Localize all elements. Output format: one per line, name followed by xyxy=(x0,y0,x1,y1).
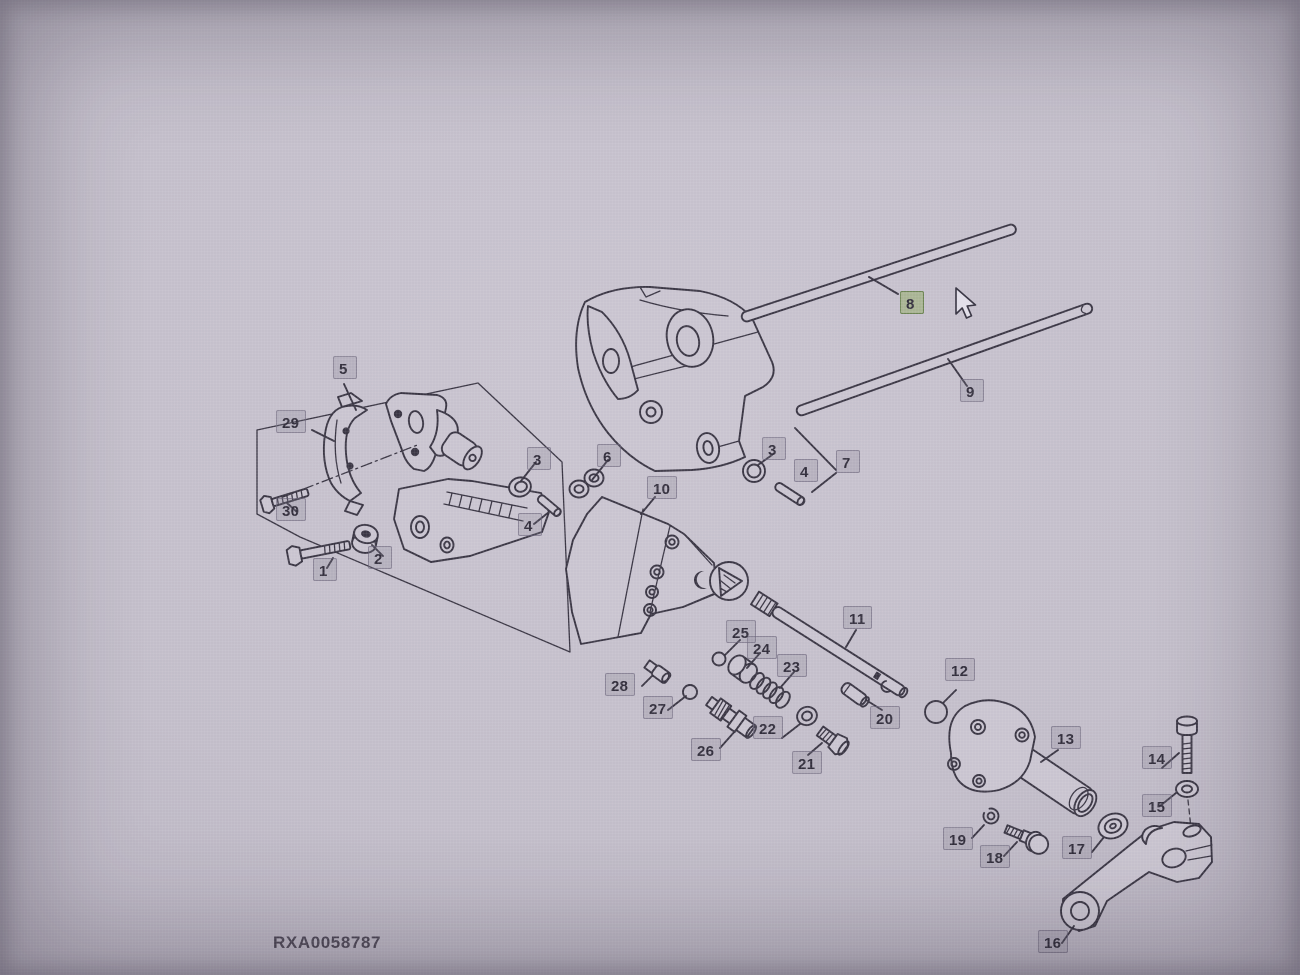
part-callout-23[interactable]: 23 xyxy=(777,654,808,677)
part-callout-11[interactable]: 11 xyxy=(843,606,873,629)
part-callout-19[interactable]: 19 xyxy=(943,827,974,850)
leader-lines xyxy=(286,276,1180,944)
part-callout-26[interactable]: 26 xyxy=(691,738,722,761)
part-callout-12[interactable]: 12 xyxy=(945,658,976,681)
part-rod-8 xyxy=(740,223,1017,323)
part-callout-5[interactable]: 5 xyxy=(333,356,357,379)
assembly-centerline xyxy=(282,443,421,498)
part-flange-housing xyxy=(947,699,1098,818)
part-callout-4[interactable]: 4 xyxy=(794,459,818,482)
part-pin-28 xyxy=(643,659,672,684)
part-callout-18[interactable]: 18 xyxy=(980,845,1011,868)
part-spring-23 xyxy=(749,672,791,709)
part-callout-21[interactable]: 21 xyxy=(792,751,823,774)
part-callout-30[interactable]: 30 xyxy=(276,498,307,521)
part-callout-17[interactable]: 17 xyxy=(1062,836,1093,859)
part-callout-3[interactable]: 3 xyxy=(762,437,786,460)
part-callout-15[interactable]: 15 xyxy=(1142,794,1173,817)
part-upper-bracket xyxy=(385,392,483,472)
part-washer-15 xyxy=(1175,780,1199,839)
part-spool-26 xyxy=(705,696,758,739)
part-callout-6[interactable]: 6 xyxy=(597,444,621,467)
part-rod-9 xyxy=(795,302,1094,417)
figure-code: RXA0058787 xyxy=(273,933,382,952)
part-callout-8[interactable]: 8 xyxy=(900,291,924,314)
panel-outline xyxy=(256,382,571,653)
part-callout-4[interactable]: 4 xyxy=(518,513,542,536)
part-housing-cover xyxy=(575,286,775,472)
part-rod-11 xyxy=(750,590,909,699)
part-bushing-17 xyxy=(1097,812,1129,840)
part-plug-21 xyxy=(815,725,850,756)
part-callout-20[interactable]: 20 xyxy=(870,706,901,729)
part-callout-1[interactable]: 1 xyxy=(313,558,337,581)
part-oring-25 xyxy=(711,651,727,667)
part-callout-10[interactable]: 10 xyxy=(647,476,678,499)
part-lockwasher-19 xyxy=(982,807,1000,825)
part-callout-2[interactable]: 2 xyxy=(368,546,392,569)
part-plunger-20 xyxy=(840,682,870,708)
part-callout-29[interactable]: 29 xyxy=(276,410,307,433)
part-washer-22 xyxy=(796,705,818,727)
part-shift-fork xyxy=(322,392,368,516)
part-nut-3 xyxy=(742,459,766,483)
part-callout-7[interactable]: 7 xyxy=(836,450,860,473)
part-callout-28[interactable]: 28 xyxy=(605,673,636,696)
part-callout-14[interactable]: 14 xyxy=(1142,746,1173,769)
part-piston-24 xyxy=(727,654,758,684)
part-nut-2 xyxy=(351,523,379,554)
part-callout-27[interactable]: 27 xyxy=(643,696,674,719)
part-bolt-1 xyxy=(285,540,352,567)
part-callout-25[interactable]: 25 xyxy=(726,620,757,643)
part-cap-3 xyxy=(508,476,532,498)
part-valve-housing xyxy=(565,496,749,645)
part-callout-22[interactable]: 22 xyxy=(753,716,784,739)
part-clip-20 xyxy=(880,680,891,693)
part-lower-bracket xyxy=(393,478,550,563)
part-bolt-14 xyxy=(1176,715,1198,774)
part-lever-arm xyxy=(1060,821,1213,932)
part-callout-9[interactable]: 9 xyxy=(960,379,984,402)
mouse-cursor xyxy=(955,287,977,321)
part-oring-12 xyxy=(924,700,948,724)
part-callout-16[interactable]: 16 xyxy=(1038,930,1069,953)
part-pin-4b xyxy=(774,482,806,506)
part-oring-27 xyxy=(682,684,698,700)
part-pin-4 xyxy=(536,494,562,517)
part-bolt-18 xyxy=(1003,824,1050,855)
part-callout-13[interactable]: 13 xyxy=(1051,726,1082,749)
part-callout-3[interactable]: 3 xyxy=(527,447,551,470)
